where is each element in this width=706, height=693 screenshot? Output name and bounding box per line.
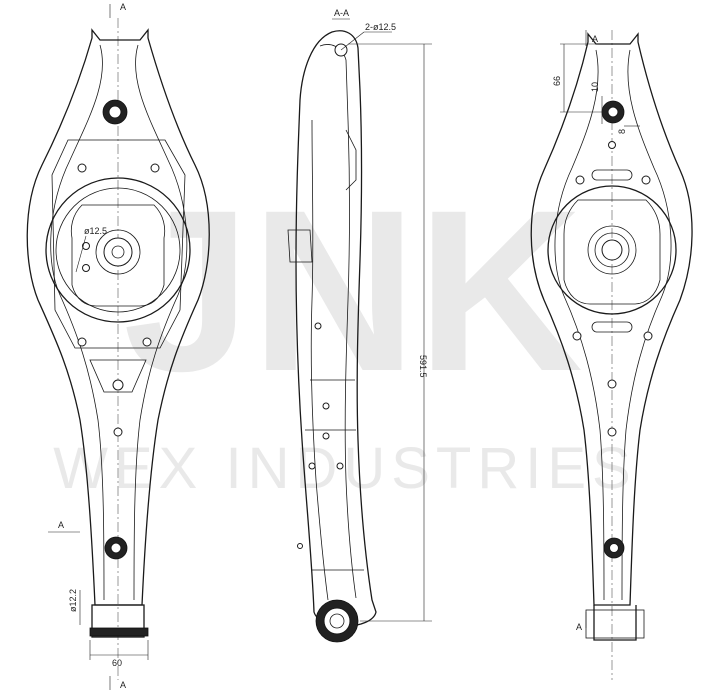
left-view: 60 ø12.2 ø12.5 A A A: [26, 2, 210, 690]
dim-length: 591.5: [418, 355, 428, 378]
section-mark-top: A: [120, 2, 126, 12]
dim-bolt-diameter: ø12.2: [68, 589, 78, 612]
dim-offset-tiny: 8: [617, 129, 627, 134]
section-title: A-A: [334, 8, 349, 18]
dim-width-60: 60: [112, 658, 122, 668]
section-mark-right-top: A: [592, 34, 598, 44]
section-mark-right-bottom: A: [576, 622, 582, 632]
middle-view: A-A 2-ø12.5 591.5: [287, 8, 432, 643]
section-mark-side: A: [58, 520, 64, 530]
watermark: JNK WEX INDUSTRIES: [53, 162, 631, 501]
dim-offset-height: 66: [552, 76, 562, 86]
watermark-brand: JNK: [123, 162, 583, 419]
dim-bore-diameter: ø12.5: [84, 226, 107, 236]
right-view: 66 10 8 A A: [530, 30, 693, 680]
dim-offset-small: 10: [590, 82, 600, 92]
dim-hole-spec: 2-ø12.5: [365, 22, 396, 32]
section-mark-bottom: A: [120, 680, 126, 690]
